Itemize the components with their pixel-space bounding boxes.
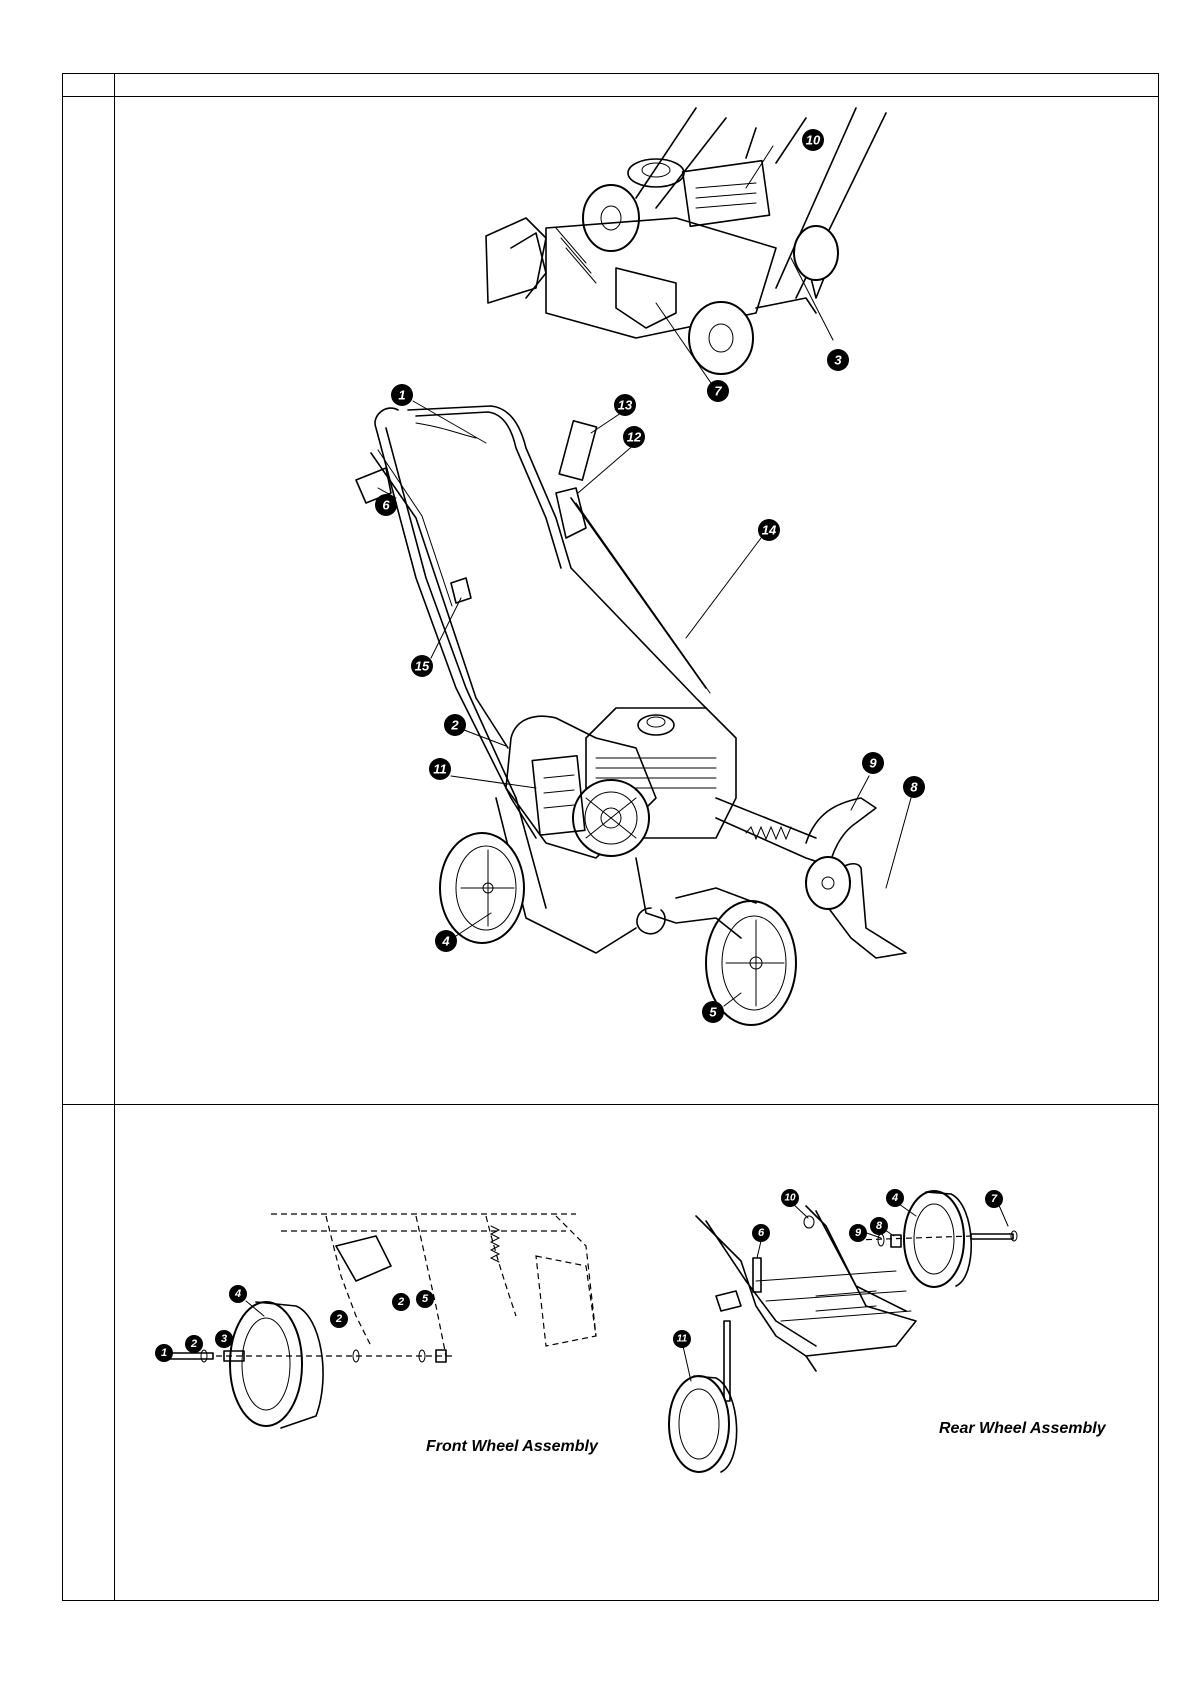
svg-text:11: 11 — [677, 1334, 688, 1345]
front-callout-2c: 2 — [392, 1293, 410, 1311]
callout-12: 12 — [623, 426, 645, 448]
svg-text:8: 8 — [910, 780, 918, 795]
svg-text:3: 3 — [221, 1333, 227, 1345]
engine-detail-inset — [486, 108, 886, 383]
callout-10: 10 — [802, 129, 824, 151]
rear-callout-7: 7 — [985, 1190, 1003, 1208]
svg-text:3: 3 — [834, 353, 842, 368]
column-divider — [114, 74, 115, 1600]
rear-wheel-assembly-caption: Rear Wheel Assembly — [939, 1420, 1107, 1437]
svg-text:7: 7 — [714, 384, 722, 399]
svg-text:11: 11 — [433, 762, 447, 777]
row-divider — [63, 1104, 1158, 1105]
svg-text:10: 10 — [784, 1193, 796, 1204]
front-wheel-assembly-drawing — [161, 1214, 596, 1428]
wheel-assembly-diagrams: 1 2 3 4 2 2 5 Front Wheel Assembly — [116, 1106, 1158, 1600]
svg-text:5: 5 — [709, 1005, 717, 1020]
front-wheel-assembly-caption: Front Wheel Assembly — [426, 1438, 599, 1455]
svg-text:4: 4 — [441, 934, 450, 949]
svg-text:2: 2 — [335, 1313, 342, 1325]
front-callout-2a: 2 — [185, 1335, 203, 1353]
svg-text:1: 1 — [161, 1347, 167, 1359]
callout-15: 15 — [411, 655, 433, 677]
svg-text:8: 8 — [876, 1220, 883, 1232]
svg-text:2: 2 — [190, 1338, 197, 1350]
rear-callout-10: 10 — [781, 1189, 799, 1207]
callout-11: 11 — [429, 758, 451, 780]
header-row-divider — [63, 96, 1158, 97]
callout-6: 6 — [375, 494, 397, 516]
rear-callout-4: 4 — [886, 1189, 904, 1207]
edger-main-drawing — [356, 401, 911, 1025]
callout-7: 7 — [707, 380, 729, 402]
svg-text:10: 10 — [806, 133, 821, 148]
svg-text:7: 7 — [991, 1193, 998, 1205]
edger-diagram: 1 2 3 4 5 6 7 8 9 10 11 12 13 14 15 — [116, 98, 1158, 1103]
callout-5: 5 — [702, 1001, 724, 1023]
main-figure-cell: 1 2 3 4 5 6 7 8 9 10 11 12 13 14 15 — [116, 98, 1158, 1103]
rear-callout-8: 8 — [870, 1217, 888, 1235]
callout-14: 14 — [758, 519, 780, 541]
callout-13: 13 — [614, 394, 636, 416]
svg-text:2: 2 — [397, 1296, 404, 1308]
svg-text:6: 6 — [758, 1227, 765, 1239]
rear-callout-11: 11 — [673, 1330, 691, 1348]
svg-text:4: 4 — [891, 1192, 898, 1204]
rear-callout-9: 9 — [849, 1224, 867, 1242]
front-callout-2b: 2 — [330, 1310, 348, 1328]
front-callout-4: 4 — [229, 1285, 247, 1303]
svg-text:5: 5 — [422, 1293, 429, 1305]
svg-text:14: 14 — [762, 523, 777, 538]
svg-text:15: 15 — [415, 659, 430, 674]
svg-text:4: 4 — [234, 1288, 241, 1300]
callout-1: 1 — [391, 384, 413, 406]
svg-text:1: 1 — [398, 388, 405, 403]
callout-3: 3 — [827, 349, 849, 371]
wheel-assembly-cell: 1 2 3 4 2 2 5 Front Wheel Assembly — [116, 1106, 1158, 1600]
svg-text:6: 6 — [382, 498, 390, 513]
svg-text:9: 9 — [869, 756, 877, 771]
front-callout-5: 5 — [416, 1290, 434, 1308]
callout-9: 9 — [862, 752, 884, 774]
svg-text:12: 12 — [627, 430, 642, 445]
front-callout-1: 1 — [155, 1344, 173, 1362]
callout-8: 8 — [903, 776, 925, 798]
callout-4: 4 — [435, 930, 457, 952]
page-table: 1 2 3 4 5 6 7 8 9 10 11 12 13 14 15 — [62, 73, 1159, 1601]
svg-text:2: 2 — [450, 718, 459, 733]
svg-text:13: 13 — [618, 398, 633, 413]
rear-callout-6: 6 — [752, 1224, 770, 1242]
front-callout-3: 3 — [215, 1330, 233, 1348]
svg-text:9: 9 — [855, 1227, 862, 1239]
callout-2: 2 — [444, 714, 466, 736]
